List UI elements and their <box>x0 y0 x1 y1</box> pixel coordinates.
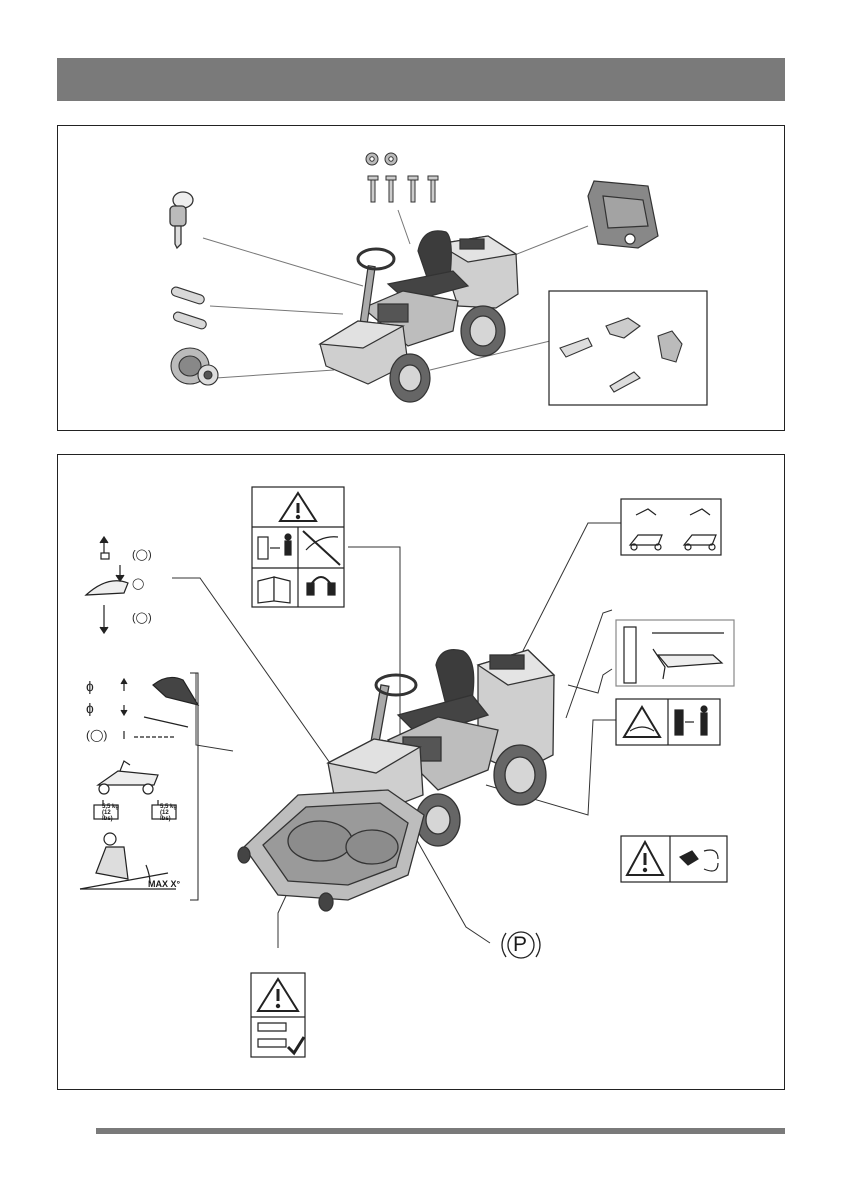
key-icon <box>170 192 193 248</box>
operator-position-decal <box>621 499 721 555</box>
safety-decals-illustration: (◯) ◯ (◯) ɸ ɸ (◯) <box>58 455 786 1091</box>
bolt-icon <box>368 176 438 202</box>
hot-surface-decal <box>616 620 734 745</box>
rider-mower-illustration <box>320 231 518 402</box>
nut-icon <box>366 153 397 165</box>
svg-text:◯: ◯ <box>132 578 144 590</box>
safety-decals-panel: (◯) ◯ (◯) ɸ ɸ (◯) <box>57 454 785 1090</box>
parking-brake-label: P <box>513 933 527 957</box>
footer-rule <box>96 1128 785 1134</box>
manual-icon <box>258 577 290 603</box>
section-header-bar <box>57 58 785 101</box>
seat-cover-icon <box>588 181 658 248</box>
height-adjust-instructions: (◯) ◯ (◯) <box>86 537 152 633</box>
tilt-instructions-icon: ɸ ɸ (◯) <box>80 677 198 889</box>
delivery-contents-illustration <box>58 126 786 432</box>
svg-text:ɸ: ɸ <box>86 700 94 716</box>
deck-warning-decal <box>251 973 305 1057</box>
max-slope-label: MAX X° <box>148 879 180 889</box>
svg-text:ɸ: ɸ <box>86 678 94 694</box>
delivery-contents-panel <box>57 125 785 431</box>
warning-decal-panel <box>252 487 344 607</box>
wheel-hub-icon <box>171 348 218 385</box>
tilt-weight-label-left: 5,5 kg (12 lbs) <box>102 804 122 822</box>
belt-warning-decal <box>621 836 727 882</box>
svg-text:(◯): (◯) <box>86 728 107 742</box>
svg-text:(◯): (◯) <box>132 549 152 561</box>
rider-mower-with-deck <box>238 650 554 911</box>
pin-icon <box>170 286 207 330</box>
svg-text:(◯): (◯) <box>132 612 152 624</box>
tilt-weight-label-right: 5,5 kg (12 lbs) <box>160 804 180 822</box>
